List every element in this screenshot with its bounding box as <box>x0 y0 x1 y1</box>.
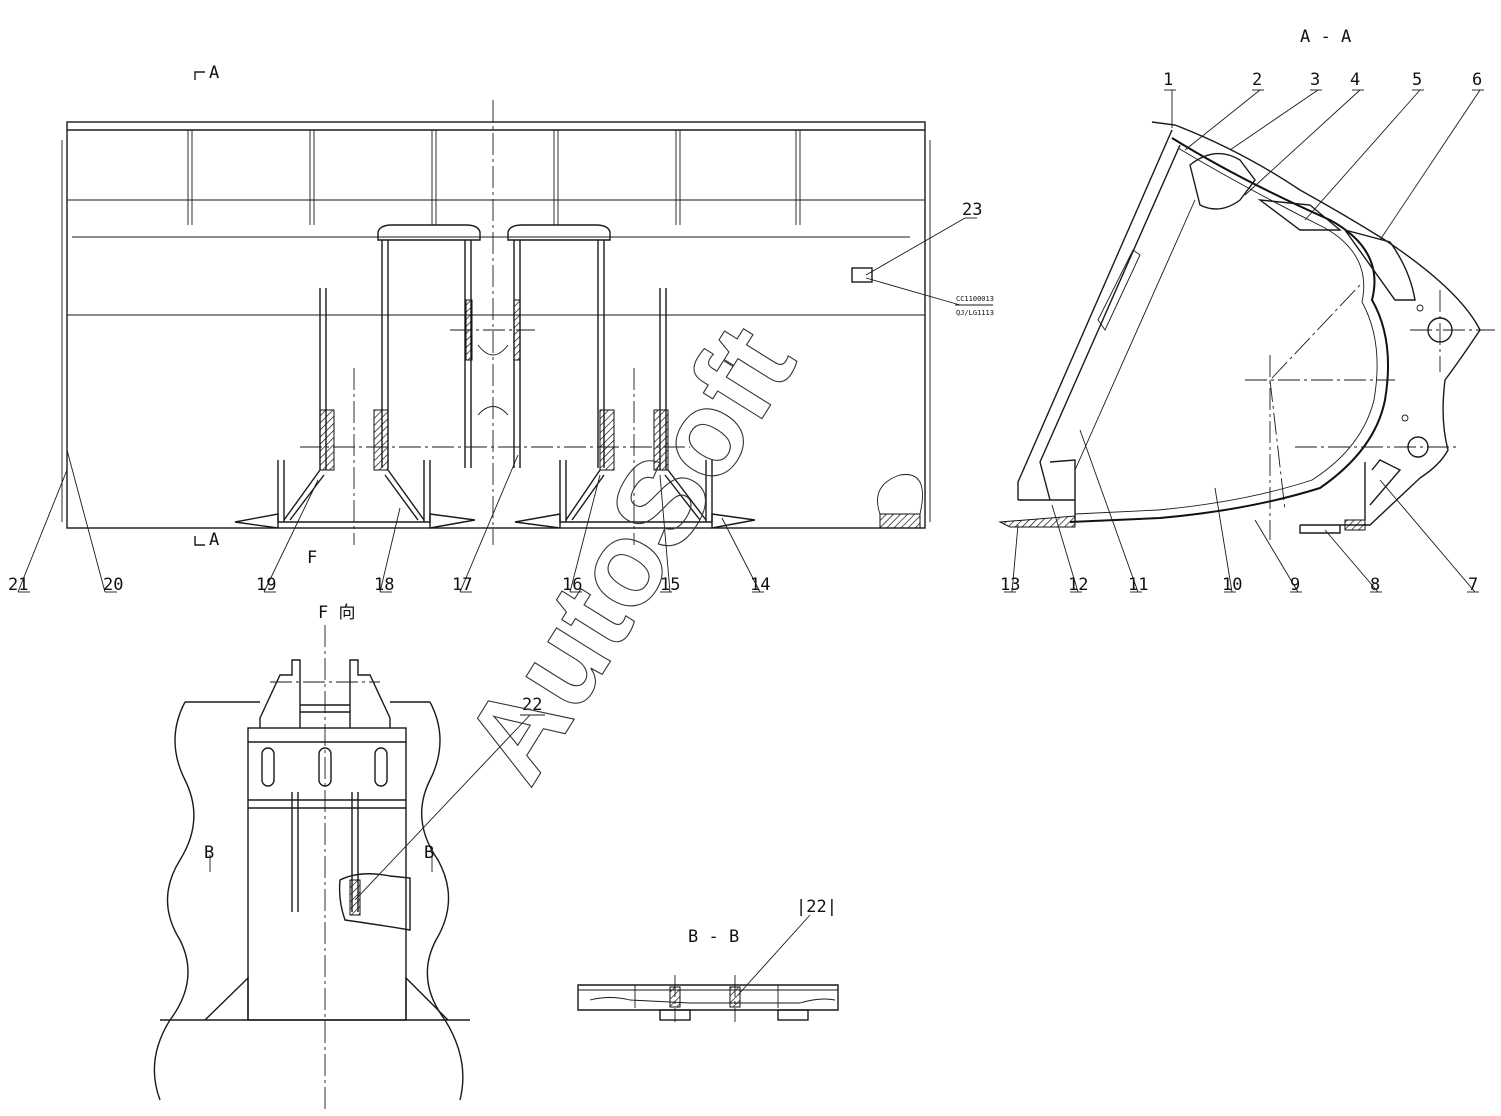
callout-15: 15 <box>660 575 680 595</box>
section-bb-title: B - B <box>688 927 739 947</box>
view-f-b-left: B <box>204 843 214 863</box>
callout-8: 8 <box>1370 575 1380 595</box>
callout-14: 14 <box>750 575 770 595</box>
nameplate-code: CC1100013 <box>956 295 994 303</box>
callout-5: 5 <box>1412 70 1422 90</box>
section-aa-view <box>998 89 1495 593</box>
callout-22: 22 <box>522 695 542 715</box>
callout-6: 6 <box>1472 70 1482 90</box>
callout-1: 1 <box>1163 70 1173 90</box>
view-f-b-right: B <box>424 843 434 863</box>
section-aa-title: A - A <box>1300 27 1351 47</box>
view-f-title: F 向 <box>318 603 355 623</box>
callout-10: 10 <box>1222 575 1242 595</box>
callout-17: 17 <box>452 575 472 595</box>
section-marker-a-bottom: A <box>209 530 219 550</box>
callout-18: 18 <box>374 575 394 595</box>
callout-3: 3 <box>1310 70 1320 90</box>
nameplate-standard: QJ/LG1113 <box>956 309 994 317</box>
callout-4: 4 <box>1350 70 1360 90</box>
section-marker-a-top: A <box>209 63 219 83</box>
section-bb-view <box>577 914 839 1022</box>
callout-9: 9 <box>1290 575 1300 595</box>
callout-11: 11 <box>1128 575 1148 595</box>
callout-12: 12 <box>1068 575 1088 595</box>
callout-7: 7 <box>1468 575 1478 595</box>
callout-22-bb: |22| <box>796 897 837 917</box>
view-f-arrow-label: F <box>307 548 317 568</box>
callout-20: 20 <box>103 575 123 595</box>
callout-13: 13 <box>1000 575 1020 595</box>
callout-21: 21 <box>8 575 28 595</box>
front-view: CC1100013 QJ/LG1113 <box>17 71 994 593</box>
callout-23: 23 <box>962 200 982 220</box>
view-f <box>153 625 545 1110</box>
callout-2: 2 <box>1252 70 1262 90</box>
autosoft-watermark: AutoSoft <box>438 303 820 804</box>
callout-16: 16 <box>562 575 582 595</box>
callout-19: 19 <box>256 575 276 595</box>
